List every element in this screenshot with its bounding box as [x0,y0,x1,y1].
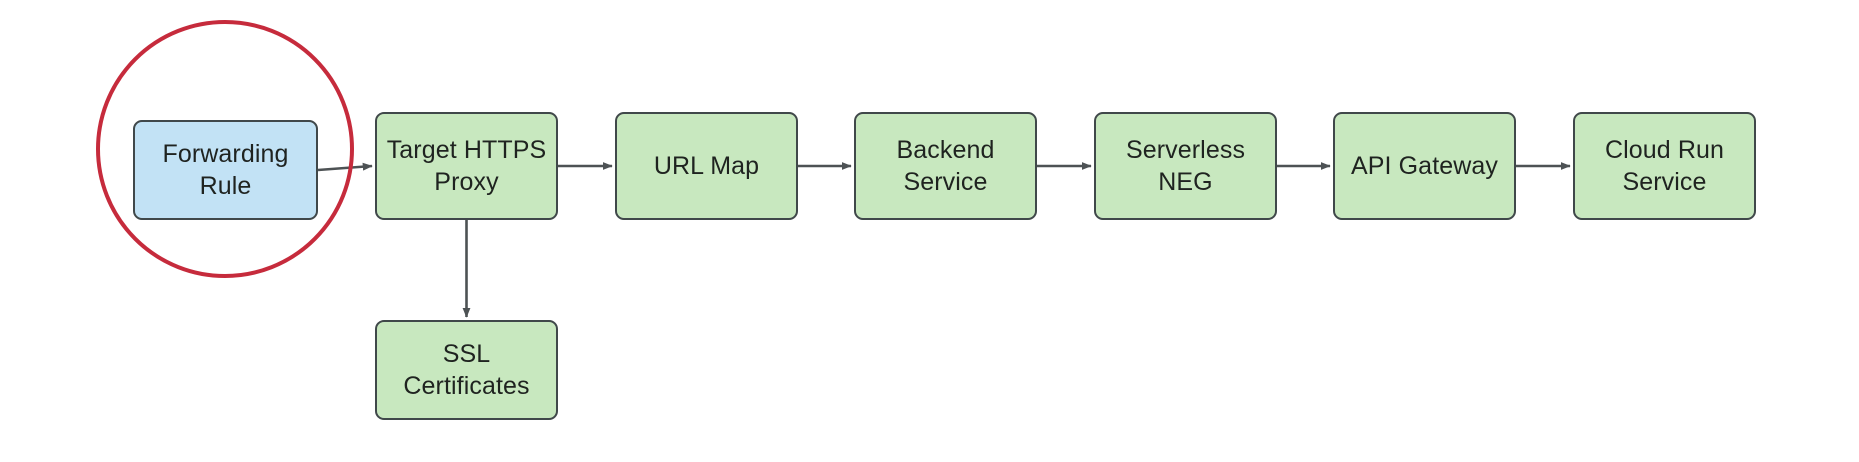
edges-group [317,162,1571,318]
node-serverless-neg[interactable]: Serverless NEG [1094,112,1277,220]
node-forwarding-rule[interactable]: Forwarding Rule [133,120,318,220]
node-target-https-proxy[interactable]: Target HTTPS Proxy [375,112,558,220]
node-cloud-run-service[interactable]: Cloud Run Service [1573,112,1756,220]
edge-forwarding-rule-to-target-https-proxy [317,162,373,172]
node-label-backend-service: Backend Service [896,136,995,196]
node-label-cloud-run-service: Cloud Run Service [1604,136,1725,196]
node-label-url-map: URL Map [653,152,760,180]
node-backend-service[interactable]: Backend Service [854,112,1037,220]
node-label-api-gateway: API Gateway [1351,152,1498,180]
node-label-ssl-certificates: SSL Certificates [403,340,530,400]
node-ssl-certificates[interactable]: SSL Certificates [375,320,558,420]
node-label-target-https-proxy: Target HTTPS Proxy [386,136,547,196]
node-url-map[interactable]: URL Map [615,112,798,220]
node-label-serverless-neg: Serverless NEG [1125,136,1246,196]
node-api-gateway[interactable]: API Gateway [1333,112,1516,220]
node-label-forwarding-rule: Forwarding Rule [162,140,289,200]
